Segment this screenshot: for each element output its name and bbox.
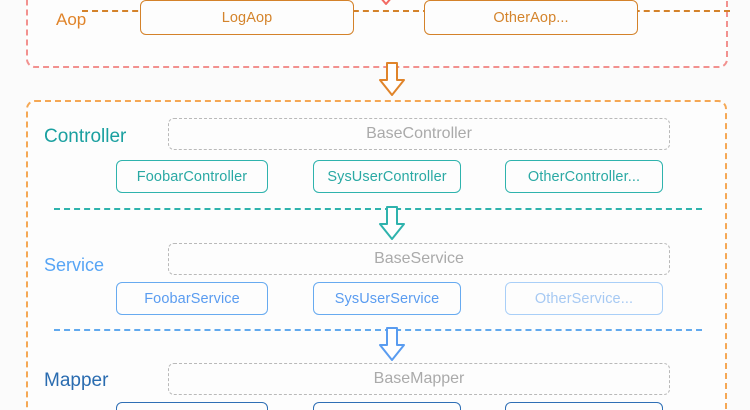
- aop-section-label: Aop: [56, 10, 87, 29]
- service-chip-sysuser[interactable]: SysUserService: [313, 282, 461, 315]
- mapper-chip-3[interactable]: [505, 402, 663, 410]
- section-label-controller: Controller: [44, 126, 127, 147]
- controller-service-separator: [54, 208, 702, 210]
- mapper-chip-2[interactable]: [313, 402, 461, 410]
- controller-chip-sysuser[interactable]: SysUserController: [313, 160, 461, 193]
- base-controller-box: BaseController: [168, 118, 670, 150]
- arrow-into-aop-icon: [381, 0, 391, 5]
- mapper-chip-1[interactable]: [116, 402, 268, 410]
- arrow-controller-to-service-icon: [379, 206, 405, 240]
- service-mapper-separator: [54, 329, 702, 331]
- service-chip-foobar[interactable]: FoobarService: [116, 282, 268, 315]
- section-label-service: Service: [44, 255, 105, 275]
- service-chip-other[interactable]: OtherService...: [505, 282, 663, 315]
- section-label-mapper: Mapper: [44, 370, 109, 391]
- base-mapper-box: BaseMapper: [168, 363, 670, 395]
- arrow-service-to-mapper-icon: [379, 327, 405, 361]
- aop-chip-otheraop[interactable]: OtherAop...: [424, 0, 638, 35]
- aop-divider: [82, 10, 730, 12]
- controller-chip-foobar[interactable]: FoobarController: [116, 160, 268, 193]
- base-service-box: BaseService: [168, 243, 670, 275]
- controller-chip-other[interactable]: OtherController...: [505, 160, 663, 193]
- aop-chip-logaop[interactable]: LogAop: [140, 0, 354, 35]
- arrow-aop-to-controller-icon: [379, 62, 405, 96]
